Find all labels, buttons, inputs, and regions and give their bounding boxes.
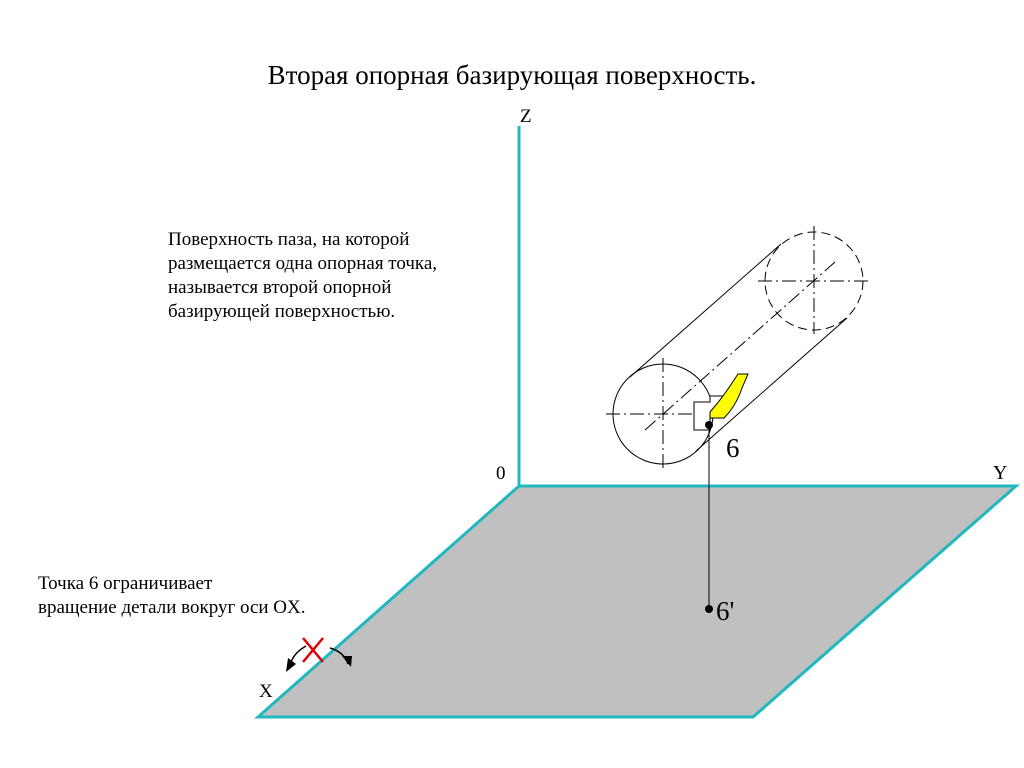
description-line: Поверхность паза, на которой bbox=[168, 229, 410, 250]
origin-label: 0 bbox=[496, 463, 506, 484]
slide-title: Вторая опорная базирующая поверхность. bbox=[267, 60, 757, 90]
description-line: размещается одна опорная точка, bbox=[168, 253, 438, 274]
point-6-projection-label: 6' bbox=[716, 596, 734, 626]
point-6-label: 6 bbox=[726, 433, 740, 463]
cylinder-top-edge bbox=[629, 243, 782, 378]
y-axis-label: Y bbox=[993, 462, 1007, 484]
cylinder-bottom-edge bbox=[695, 317, 848, 452]
note-text: Точка 6 ограничивает вращение детали вок… bbox=[38, 572, 306, 620]
cross-mark-icon bbox=[302, 637, 324, 663]
base-plane bbox=[254, 484, 1020, 719]
z-axis-label: Z bbox=[520, 106, 532, 127]
note-line: вращение детали вокруг оси OX. bbox=[38, 597, 306, 618]
description-text: Поверхность паза, на которой размещается… bbox=[168, 228, 437, 324]
description-line: базирующей поверхностью. bbox=[168, 301, 396, 322]
cylinder bbox=[606, 226, 870, 470]
point-6-marker bbox=[705, 421, 713, 429]
slot bbox=[693, 373, 749, 431]
rotation-arrow-left-head bbox=[286, 658, 296, 672]
rotation-arrow-right-head bbox=[342, 656, 352, 667]
x-axis-label: X bbox=[259, 681, 273, 702]
cylinder-axis-centerline bbox=[644, 261, 836, 431]
note-line: Точка 6 ограничивает bbox=[38, 573, 213, 594]
rotation-indicator bbox=[286, 637, 352, 672]
slot-support-surface bbox=[709, 373, 749, 419]
description-line: называется второй опорной bbox=[168, 277, 392, 298]
point-6-projection-marker bbox=[705, 605, 713, 613]
